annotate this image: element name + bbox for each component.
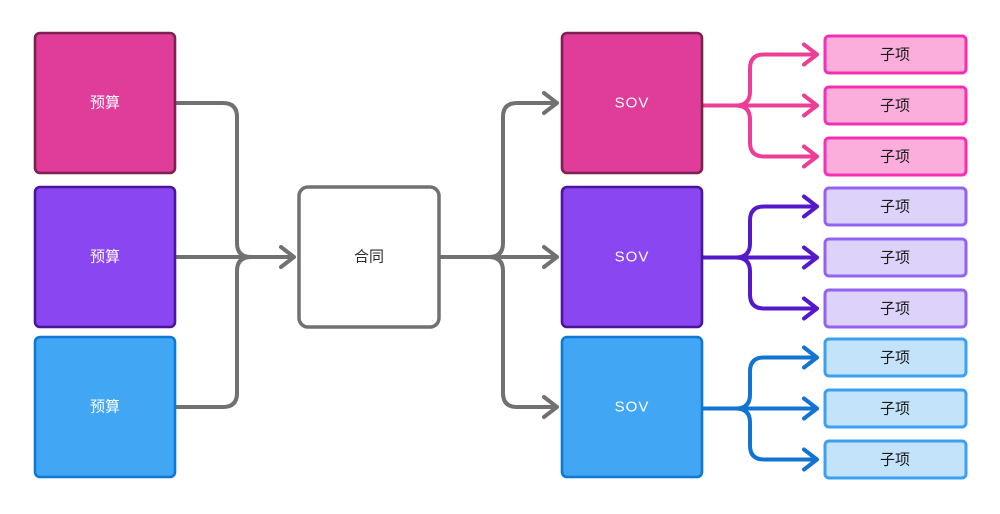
sov-node-pink[interactable]: SOV	[560, 31, 704, 175]
pink-branch-up	[700, 42, 819, 108]
purple-branch-up	[700, 194, 819, 260]
budget-label-purple: 预算	[90, 248, 120, 266]
subitem-label-purple-1: 子项	[880, 199, 910, 216]
sov-label-purple: SOV	[615, 249, 650, 266]
subitem-node-pink-2[interactable]: 子项	[823, 85, 968, 126]
subitem-box-purple-2	[823, 237, 968, 278]
subitem-node-pink-1[interactable]: 子项	[823, 34, 968, 75]
purple-branch-down	[700, 255, 819, 321]
connector-budgets-to-contract	[173, 101, 296, 409]
sov-box-blue	[560, 335, 704, 479]
budget-label-pink: 预算	[90, 94, 120, 112]
pink-branch-down	[700, 103, 819, 169]
budget-node-purple[interactable]: 预算	[33, 185, 177, 329]
subitem-node-purple-2[interactable]: 子项	[823, 237, 968, 278]
connector-sov-purple-to-subitems	[700, 194, 819, 321]
subitem-node-blue-3[interactable]: 子项	[823, 439, 968, 480]
budget-box-purple	[33, 185, 177, 329]
subitem-label-blue-1: 子项	[880, 350, 910, 367]
subitem-node-blue-2[interactable]: 子项	[823, 388, 968, 429]
subitem-label-blue-2: 子项	[880, 401, 910, 418]
subitem-label-pink-1: 子项	[880, 47, 910, 64]
subitem-box-purple-1	[823, 186, 968, 227]
subitem-label-blue-3: 子项	[880, 452, 910, 469]
budget-box-pink	[33, 31, 177, 175]
subitem-box-blue-1	[823, 337, 968, 378]
subitem-label-pink-3: 子项	[880, 149, 910, 166]
subitem-box-blue-2	[823, 388, 968, 429]
connector-sov-pink-to-subitems	[700, 42, 819, 169]
blue-branch-up	[700, 345, 819, 411]
sov-node-purple[interactable]: SOV	[560, 185, 704, 329]
contract-node[interactable]: 合同	[297, 185, 441, 329]
contract-label: 合同	[354, 249, 384, 266]
sov-label-blue: SOV	[615, 399, 650, 416]
contract-box	[297, 185, 441, 329]
connector-sov-blue-to-subitems	[700, 345, 819, 472]
subitem-label-purple-2: 子项	[880, 250, 910, 267]
blue-branch-down	[700, 406, 819, 472]
subitem-node-purple-1[interactable]: 子项	[823, 186, 968, 227]
sov-box-pink	[560, 31, 704, 175]
subitem-node-purple-3[interactable]: 子项	[823, 288, 968, 329]
fork-line-up	[437, 91, 559, 259]
subitem-node-pink-3[interactable]: 子项	[823, 136, 968, 177]
budget-node-blue[interactable]: 预算	[33, 335, 177, 479]
budget-node-pink[interactable]: 预算	[33, 31, 177, 175]
subitem-box-pink-1	[823, 34, 968, 75]
fork-line-down	[437, 255, 559, 419]
subitem-label-purple-3: 子项	[880, 301, 910, 318]
connector-contract-to-sovs	[437, 91, 559, 419]
merge-line-top	[173, 101, 253, 259]
sov-label-pink: SOV	[615, 95, 650, 112]
sov-box-purple	[560, 185, 704, 329]
subitem-box-pink-2	[823, 85, 968, 126]
budget-box-blue	[33, 335, 177, 479]
subitem-label-pink-2: 子项	[880, 98, 910, 115]
budget-label-blue: 预算	[90, 398, 120, 416]
subitem-box-pink-3	[823, 136, 968, 177]
subitem-node-blue-1[interactable]: 子项	[823, 337, 968, 378]
sov-node-blue[interactable]: SOV	[560, 335, 704, 479]
subitem-box-blue-3	[823, 439, 968, 480]
merge-line-bottom	[173, 255, 253, 409]
merge-line-middle-arrow	[173, 245, 296, 269]
subitem-box-purple-3	[823, 288, 968, 329]
